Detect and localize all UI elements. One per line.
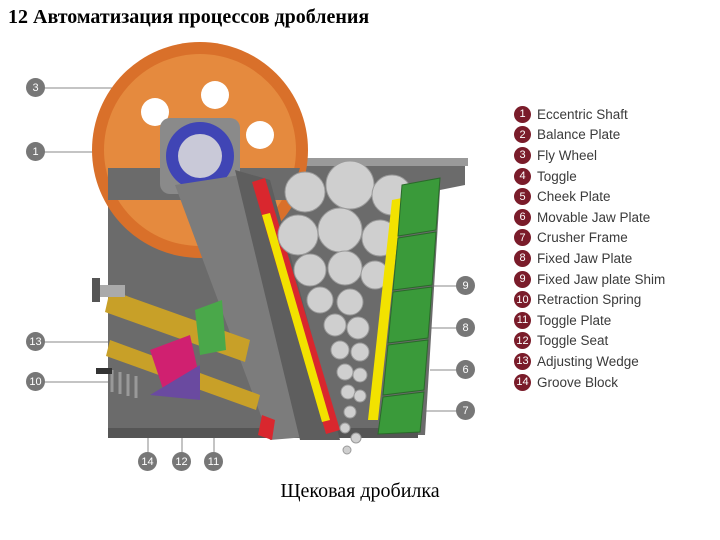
legend-number: 5 [514, 188, 531, 206]
legend-item: 13 Adjusting Wedge [514, 351, 665, 372]
eccentric-shaft [160, 118, 240, 194]
legend-label: Groove Block [537, 374, 619, 390]
slide-caption: Щековая дробилка [280, 480, 440, 502]
legend-item: 12 Toggle Seat [514, 331, 665, 352]
legend-number: 13 [514, 352, 531, 370]
fixed-jaw-plate [377, 177, 441, 435]
movable-jaw-shim [262, 213, 330, 422]
legend-label: Adjusting Wedge [537, 353, 639, 369]
legend-label: Movable Jaw Plate [537, 209, 651, 225]
legend-label: Balance Plate [537, 127, 621, 143]
legend-label: Crusher Frame [537, 230, 628, 246]
callout-6: 6 [456, 360, 475, 379]
callout-14: 14 [138, 452, 157, 471]
callout-7: 7 [456, 401, 475, 420]
legend-item: 14 Groove Block [514, 372, 665, 393]
callout-12: 12 [172, 452, 191, 471]
legend-label: Retraction Spring [537, 292, 642, 308]
legend-label: Toggle Seat [537, 333, 609, 349]
stones [277, 160, 413, 455]
legend-number: 3 [514, 146, 531, 164]
legend-label: Fly Wheel [537, 147, 598, 163]
parts-legend: 1 Eccentric Shaft 2 Balance Plate 3 Fly Whe… [514, 104, 665, 392]
legend-number: 9 [514, 270, 531, 288]
callout-8: 8 [456, 318, 475, 337]
slide-title: 12 Автоматизация процессов дробления [8, 6, 370, 28]
callout-10: 10 [26, 372, 45, 391]
frame-top-edge [250, 158, 468, 166]
legend-label: Toggle [537, 168, 577, 184]
legend-label: Eccentric Shaft [537, 106, 628, 122]
legend-label: Fixed Jaw Plate [537, 250, 633, 266]
legend-number: 11 [514, 311, 531, 329]
legend-number: 8 [514, 249, 531, 267]
legend-number: 4 [514, 167, 531, 185]
legend-label: Cheek Plate [537, 189, 611, 205]
legend-number: 2 [514, 126, 531, 144]
legend-item: 6 Movable Jaw Plate [514, 207, 665, 228]
legend-item: 4 Toggle [514, 166, 665, 187]
legend-number: 10 [514, 291, 531, 309]
legend-item: 7 Crusher Frame [514, 228, 665, 249]
legend-label: Fixed Jaw plate Shim [537, 271, 666, 287]
legend-item: 1 Eccentric Shaft [514, 104, 665, 125]
legend-item: 8 Fixed Jaw Plate [514, 248, 665, 269]
legend-number: 1 [514, 105, 531, 123]
fixed-jaw-shim [368, 198, 402, 420]
callout-9: 9 [456, 276, 475, 295]
callout-3: 3 [26, 78, 45, 97]
legend-number: 12 [514, 332, 531, 350]
toggle-assembly [92, 278, 275, 440]
legend-item: 11 Toggle Plate [514, 310, 665, 331]
legend-item: 3 Fly Wheel [514, 145, 665, 166]
legend-item: 10 Retraction Spring [514, 289, 665, 310]
callout-13: 13 [26, 332, 45, 351]
callout-1: 1 [26, 142, 45, 161]
legend-label: Toggle Plate [537, 312, 612, 328]
legend-item: 2 Balance Plate [514, 125, 665, 146]
legend-item: 5 Cheek Plate [514, 186, 665, 207]
legend-number: 6 [514, 208, 531, 226]
legend-number: 7 [514, 229, 531, 247]
callout-11: 11 [204, 452, 223, 471]
legend-number: 14 [514, 373, 531, 391]
legend-item: 9 Fixed Jaw plate Shim [514, 269, 665, 290]
